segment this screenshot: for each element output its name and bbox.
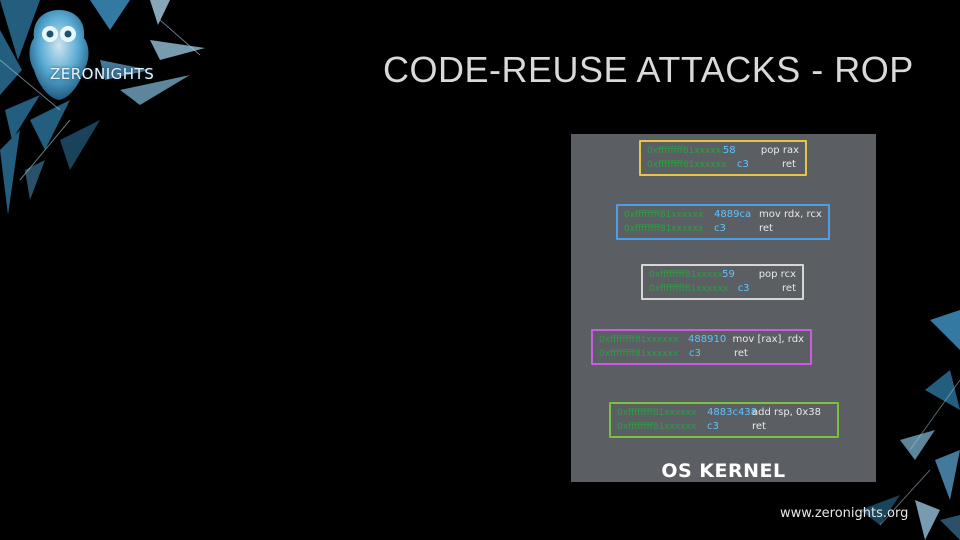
gadget-instruction: ret: [782, 159, 796, 170]
gadget-instruction: mov rdx, rcx: [759, 209, 822, 220]
gadget-address: 0xffffffff81xxxxxx: [647, 160, 727, 170]
gadget-row: 0xffffffff81xxxxxx c3 ret: [599, 347, 804, 361]
gadget-bytes: 59: [722, 269, 735, 280]
zeronights-logo: ZERONIGHTS: [14, 8, 154, 108]
footer-website-url[interactable]: www.zeronights.org: [780, 506, 909, 521]
gadget-instruction: add rsp, 0x38: [752, 407, 822, 418]
gadget-bytes: 488910: [688, 334, 727, 345]
gadget-row: 0xffffffff81xxxxxx 488910 mov [rax], rdx: [599, 333, 804, 347]
gadget-row: 0xffffffff81xxxxxx c3 ret: [617, 420, 831, 434]
gadget-instruction: pop rax: [760, 145, 799, 156]
gadget-instruction: ret: [782, 283, 796, 294]
gadget-address: 0xffffffff81xxxxxx: [649, 284, 729, 294]
gadget-bytes: 58: [722, 145, 736, 156]
gadget-address: 0xffffffff81xxxxxx: [617, 408, 697, 418]
gadget-instruction: ret: [759, 223, 773, 234]
gadget-address: 0xffffffff81xxxxxx: [647, 146, 723, 156]
gadget-bytes: 4883c438: [707, 407, 758, 418]
gadget-row: 0xffffffff81xxxxxx 4889ca mov rdx, rcx: [624, 208, 822, 222]
os-kernel-label: OS KERNEL: [661, 460, 786, 482]
gadget-address: 0xffffffff81xxxxxx: [624, 224, 704, 234]
gadget-bytes: c3: [737, 283, 750, 294]
gadget-instruction: ret: [734, 348, 748, 359]
owl-logo-icon: [29, 10, 89, 100]
slide-title: CODE-REUSE ATTACKS - ROP: [383, 49, 914, 90]
gadget-bytes: c3: [707, 421, 719, 432]
gadget-bytes: 4889ca: [714, 209, 752, 220]
gadget-row: 0xffffffff81xxxxxx c3 ret: [649, 282, 796, 296]
gadget-address: 0xffffffff81xxxxxx: [599, 349, 679, 359]
gadget-bytes: c3: [737, 159, 749, 170]
gadget-instruction: mov [rax], rdx: [732, 334, 804, 345]
gadget-bytes: c3: [689, 348, 701, 359]
gadget-address: 0xffffffff81xxxxxx: [599, 335, 679, 345]
gadget-row: 0xffffffff81xxxxxx c3 ret: [624, 222, 822, 236]
gadget-address: 0xffffffff81xxxxxx: [624, 210, 704, 220]
gadget-address: 0xffffffff81xxxxxx: [617, 422, 697, 432]
gadget-row: 0xffffffff81xxxxxx c3 ret: [647, 158, 799, 172]
logo-wordmark: ZERONIGHTS: [50, 65, 155, 83]
gadget-bytes: c3: [714, 223, 726, 234]
gadget-instruction: ret: [752, 421, 766, 432]
gadget-instruction: pop rcx: [758, 269, 796, 280]
gadget-address: 0xffffffff81xxxxxx: [649, 270, 723, 280]
